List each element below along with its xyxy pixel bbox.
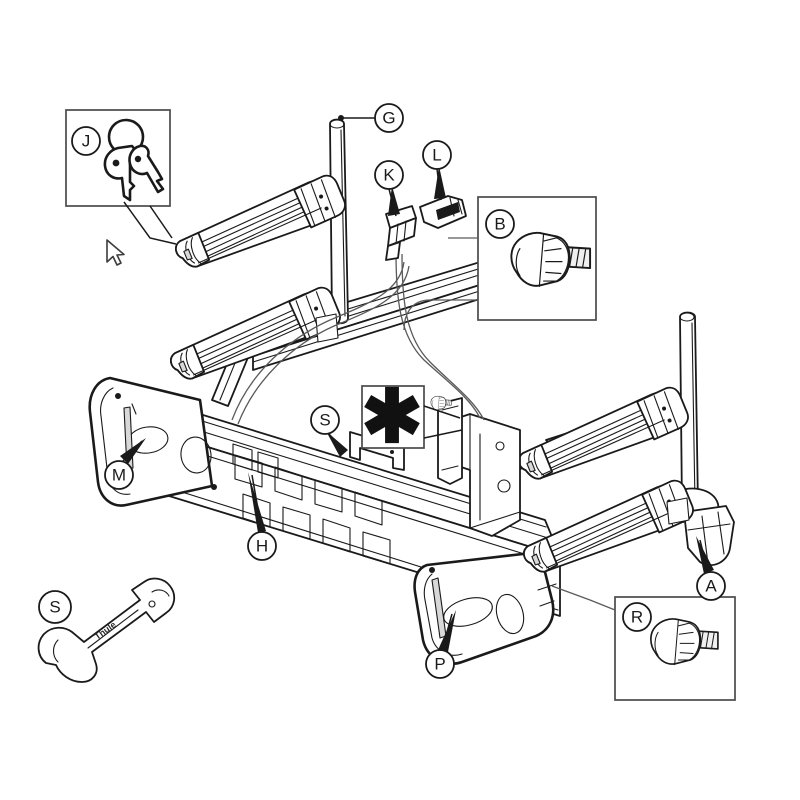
- callout-H[interactable]: H: [247, 472, 277, 561]
- callout-H-label: H: [256, 537, 268, 556]
- callout-S-wrench[interactable]: S: [38, 590, 72, 624]
- callout-J-label: J: [82, 132, 91, 151]
- upright-post-left: [329, 118, 349, 325]
- lock-housing: [430, 395, 521, 537]
- cable-connector-k: [385, 205, 417, 261]
- cable-connector-l: [419, 195, 467, 229]
- detail-box-keys[interactable]: J: [65, 109, 177, 245]
- callout-S-wrench-label: S: [49, 598, 60, 617]
- callout-G[interactable]: G: [338, 103, 404, 133]
- callout-M-label: M: [112, 466, 126, 485]
- detail-box-knob-b[interactable]: B: [403, 196, 597, 331]
- callout-K-label: K: [383, 166, 395, 185]
- callout-P[interactable]: P: [425, 610, 456, 679]
- callout-B-label: B: [494, 215, 505, 234]
- callout-M[interactable]: M: [104, 438, 146, 490]
- callout-G-label: G: [382, 109, 395, 128]
- keys-icon: [103, 118, 165, 202]
- callout-S-label: S: [319, 411, 330, 430]
- hinge-blocks: [315, 313, 690, 525]
- asterisk-marker: ✱: [361, 375, 423, 458]
- callout-A-label: A: [705, 577, 717, 596]
- callout-K[interactable]: K: [374, 160, 404, 217]
- callout-L-label: L: [432, 146, 441, 165]
- callout-R[interactable]: R: [622, 602, 652, 632]
- callout-B[interactable]: B: [485, 209, 515, 239]
- callout-A[interactable]: A: [696, 536, 726, 601]
- detail-box-asterisk[interactable]: ✱: [361, 375, 463, 458]
- callout-L[interactable]: L: [422, 140, 452, 201]
- lock-cables: [231, 251, 485, 425]
- callout-R-label: R: [631, 608, 643, 627]
- callout-P-label: P: [434, 655, 445, 674]
- callout-J[interactable]: J: [71, 126, 101, 156]
- clamp-foot: [671, 487, 735, 567]
- detail-box-knob-r[interactable]: R: [551, 585, 736, 701]
- callout-S-bracket[interactable]: S: [310, 405, 348, 457]
